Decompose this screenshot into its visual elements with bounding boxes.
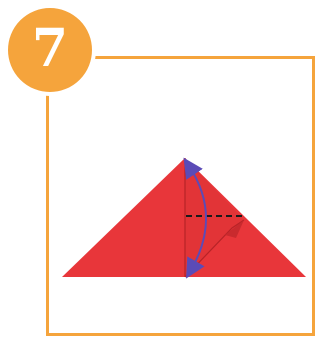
curved-double-arrow-icon — [183, 157, 207, 279]
flap-shadow — [225, 220, 244, 238]
step-number: 7 — [31, 18, 69, 79]
step-badge: 7 — [4, 4, 96, 96]
paper-triangle — [62, 158, 306, 277]
